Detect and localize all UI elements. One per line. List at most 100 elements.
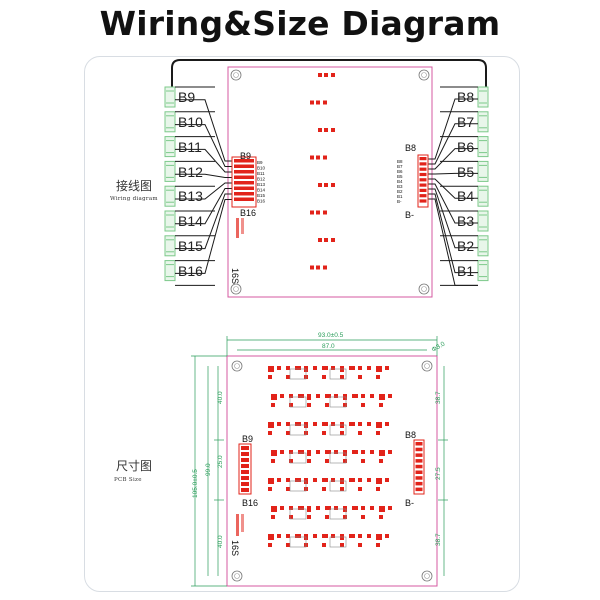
smd-component	[268, 375, 272, 379]
connector-pin	[415, 464, 423, 469]
connector-pin	[415, 476, 423, 480]
smd-component	[323, 100, 327, 105]
smd-component	[370, 394, 374, 398]
battery-cell-terminal	[477, 160, 489, 182]
connector-pin	[419, 162, 427, 166]
smd-component	[331, 478, 335, 482]
battery-cell-terminal	[164, 160, 176, 182]
connector-pin	[234, 170, 254, 174]
smd-component	[331, 366, 335, 370]
pin-label: B-	[397, 199, 402, 204]
smd-component	[379, 394, 385, 400]
smd-component	[313, 366, 317, 370]
connector-pin	[419, 172, 427, 177]
right-cell-label: B8	[457, 89, 474, 105]
smd-component	[352, 394, 358, 398]
smd-component	[358, 375, 362, 379]
smd-component	[367, 478, 371, 482]
ic-footprint	[289, 536, 307, 548]
smd-component	[318, 73, 322, 77]
smd-component	[286, 478, 290, 482]
ic-footprint	[289, 368, 307, 380]
smd-component	[280, 394, 284, 398]
smd-component	[370, 450, 374, 454]
connector-pin	[241, 488, 249, 492]
smd-component	[379, 506, 385, 512]
battery-cell-terminal	[477, 111, 489, 133]
smd-component	[316, 506, 320, 510]
smd-component	[340, 375, 344, 379]
smd-component	[370, 506, 374, 510]
smd-component	[388, 506, 392, 510]
smd-component	[324, 73, 328, 77]
smd-component	[385, 422, 389, 426]
wiring-left-conn-top: B9	[240, 151, 251, 161]
connector-pin	[241, 446, 249, 450]
connector-pin	[234, 159, 254, 163]
pin-label: B16	[257, 199, 266, 204]
left-cell-labels: B9 B10 B11 B12 B13 B14 B15 B16	[178, 89, 203, 279]
battery-cell-terminal	[164, 260, 176, 282]
mounting-hole	[418, 69, 430, 81]
smd-component	[379, 515, 383, 519]
mounting-hole	[421, 360, 433, 372]
diagram-panel	[84, 56, 520, 592]
size-left-conn-bottom: B16	[242, 498, 258, 508]
smd-component	[271, 403, 275, 407]
balance-wire	[428, 98, 478, 160]
smd-component	[367, 534, 371, 538]
smd-component	[325, 459, 329, 463]
smd-component	[271, 394, 277, 400]
smd-component	[331, 73, 335, 77]
dim-left-seg-1: 40.0	[217, 391, 224, 404]
smd-component	[286, 543, 290, 547]
pin-label: B15	[257, 193, 266, 198]
ic-footprint	[329, 480, 347, 492]
size-left-conn-top: B9	[242, 434, 253, 444]
pcb-marking	[236, 514, 239, 536]
pin-label: B14	[257, 188, 266, 193]
balance-wire-loop	[171, 59, 487, 90]
smd-component	[322, 534, 328, 538]
smd-component	[324, 128, 328, 132]
smd-component	[334, 450, 338, 454]
smd-component	[358, 478, 362, 482]
balance-wire	[175, 148, 232, 173]
wiring-right-conn-top: B8	[405, 143, 416, 153]
pin-label: B13	[257, 182, 266, 187]
pin-label: B11	[257, 171, 265, 176]
battery-cell-terminal	[164, 235, 176, 257]
battery-cell-terminal	[477, 136, 489, 158]
smd-component	[322, 478, 328, 482]
smd-component	[298, 450, 304, 454]
smd-component	[376, 487, 380, 491]
smd-component	[322, 431, 326, 435]
smd-component	[349, 366, 355, 370]
smd-component	[322, 543, 326, 547]
smd-component	[277, 478, 281, 482]
smd-component	[376, 478, 382, 484]
battery-cell-terminal	[477, 260, 489, 282]
connector-pin	[415, 459, 423, 463]
mounting-hole-inner	[233, 72, 239, 78]
ic-footprint	[329, 452, 347, 464]
ic-footprint	[329, 368, 347, 380]
connector-pin	[241, 452, 249, 456]
size-left-connector	[238, 443, 252, 495]
pcb-marking	[241, 514, 244, 532]
ic-footprint	[329, 396, 347, 408]
smd-component	[343, 403, 347, 407]
smd-component	[358, 534, 362, 538]
smd-component	[286, 487, 290, 491]
smd-component	[358, 543, 362, 547]
smd-component	[361, 403, 365, 407]
smd-component	[361, 394, 365, 398]
left-cell-label: B12	[178, 164, 203, 180]
balance-wire	[428, 188, 478, 249]
dim-height-inner: 99.0	[205, 463, 212, 476]
smd-component	[318, 238, 322, 242]
smd-component	[310, 155, 314, 160]
right-cell-label: B1	[457, 263, 474, 279]
mounting-hole	[418, 283, 430, 295]
smd-component	[340, 487, 344, 491]
